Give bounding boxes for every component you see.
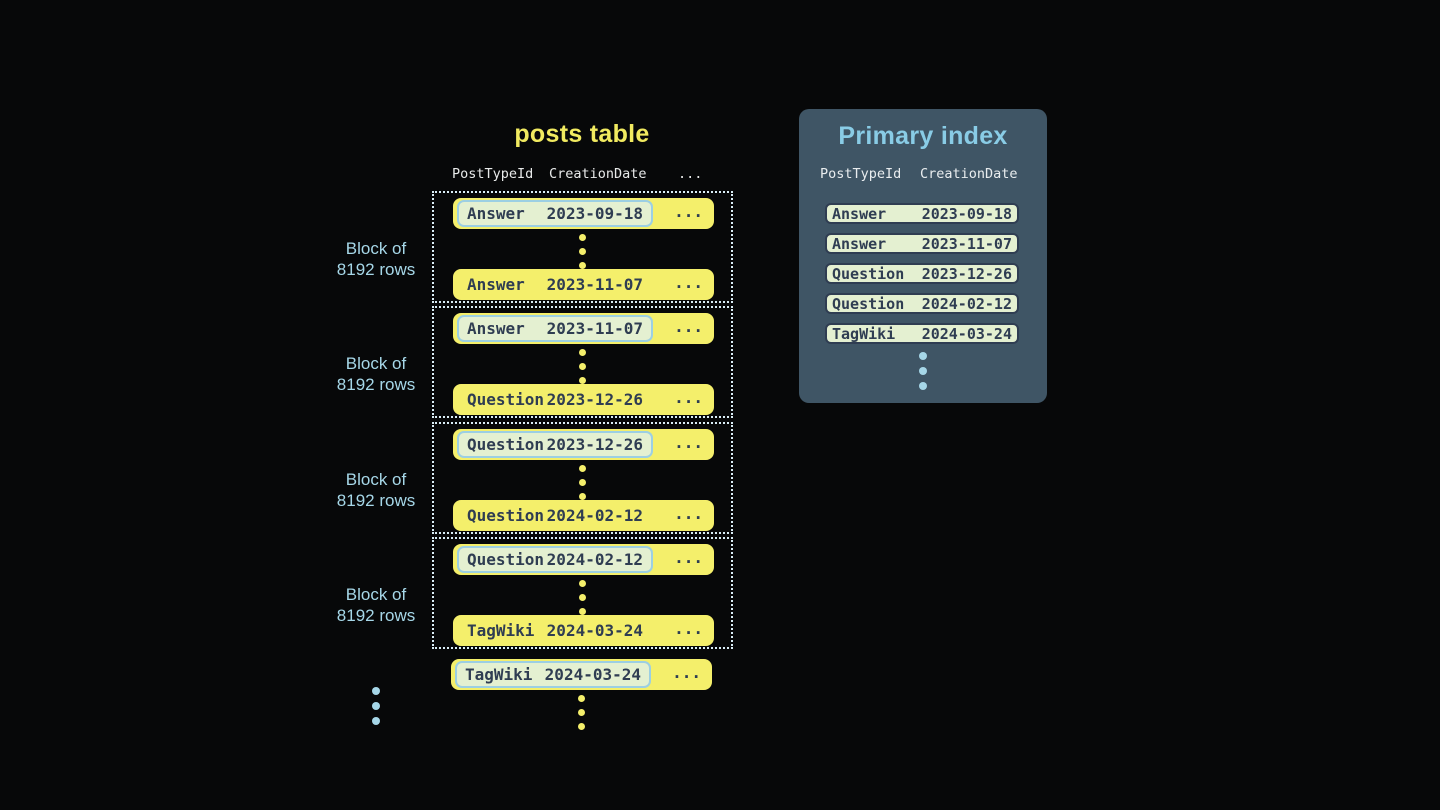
row-ellipsis: ... [674,548,703,567]
row-cells: TagWiki 2024-03-24 [457,617,653,644]
column-header-more: ... [678,166,703,182]
row-block: Question 2024-02-12 ... TagWiki 2024-03-… [432,537,733,649]
row-block: Question 2023-12-26 ... Question 2024-02… [432,422,733,534]
posts-table-title: posts table [514,120,650,148]
creation-date-cell: 2024-03-24 [546,621,643,640]
post-type-cell: Answer [832,204,887,223]
creation-date-cell: 2023-11-07 [546,319,643,338]
creation-date-cell: 2023-11-07 [921,234,1012,253]
column-header-creationdate: CreationDate [549,166,647,182]
post-type-cell: Answer [832,234,887,253]
table-row: Question 2023-12-26 ... [453,384,714,415]
index-row: Question 2024-02-12 [825,293,1019,314]
row-ellipsis: ... [674,619,703,638]
row-block: Answer 2023-09-18 ... Answer 2023-11-07 … [432,191,733,303]
table-row: TagWiki 2024-03-24 ... [451,659,712,690]
row-cells: Answer 2023-11-07 [457,271,653,298]
column-header-creationdate: CreationDate [920,166,1018,182]
creation-date-cell: 2024-02-12 [546,550,643,569]
creation-date-cell: 2023-12-26 [921,264,1012,283]
post-type-cell: Answer [467,275,525,294]
row-highlight: TagWiki 2024-03-24 [455,661,651,688]
table-row: Answer 2023-09-18 ... [453,198,714,229]
table-row: Question 2024-02-12 ... [453,500,714,531]
table-row: TagWiki 2024-03-24 ... [453,615,714,646]
primary-index-title: Primary index [838,122,1008,150]
block-label: Block of 8192 rows [336,470,416,510]
post-type-cell: Question [467,506,545,525]
primary-index-panel: Primary index PostTypeId CreationDate An… [799,109,1047,403]
post-type-cell: Answer [467,204,525,223]
index-row: TagWiki 2024-03-24 [825,323,1019,344]
post-type-cell: Question [467,435,545,454]
post-type-cell: TagWiki [467,621,535,640]
creation-date-cell: 2024-02-12 [921,294,1012,313]
column-header-posttypeid: PostTypeId [452,166,534,182]
table-row: Question 2024-02-12 ... [453,544,714,575]
creation-date-cell: 2023-09-18 [921,204,1012,223]
primary-index-column-headers: PostTypeId CreationDate [799,166,1047,186]
post-type-cell: Answer [467,319,525,338]
row-block: Answer 2023-11-07 ... Question 2023-12-2… [432,306,733,418]
ellipsis-dots [434,349,731,384]
index-row: Answer 2023-11-07 [825,233,1019,254]
post-type-cell: Question [467,550,545,569]
block-label: Block of 8192 rows [336,585,416,625]
post-type-cell: TagWiki [832,324,896,343]
creation-date-cell: 2023-11-07 [546,275,643,294]
row-ellipsis: ... [674,504,703,523]
row-ellipsis: ... [674,273,703,292]
index-row: Question 2023-12-26 [825,263,1019,284]
column-header-posttypeid: PostTypeId [820,166,902,182]
table-row: Answer 2023-11-07 ... [453,269,714,300]
post-type-cell: TagWiki [465,665,533,684]
creation-date-cell: 2024-02-12 [546,506,643,525]
ellipsis-dots [434,234,731,269]
more-blocks-ellipsis-dots [331,687,421,725]
row-cells: Question 2024-02-12 [457,502,653,529]
ellipsis-dots [434,465,731,500]
ellipsis-dots [451,695,712,730]
index-row: Answer 2023-09-18 [825,203,1019,224]
creation-date-cell: 2023-12-26 [546,435,643,454]
ellipsis-dots [434,580,731,615]
post-type-cell: Question [832,294,905,313]
row-highlight: Answer 2023-09-18 [457,200,653,227]
row-ellipsis: ... [674,388,703,407]
creation-date-cell: 2023-09-18 [546,204,643,223]
table-row: Question 2023-12-26 ... [453,429,714,460]
more-index-rows-ellipsis-dots [799,352,1047,390]
table-row: Answer 2023-11-07 ... [453,313,714,344]
creation-date-cell: 2024-03-24 [921,324,1012,343]
row-highlight: Answer 2023-11-07 [457,315,653,342]
row-ellipsis: ... [674,317,703,336]
creation-date-cell: 2023-12-26 [546,390,643,409]
row-ellipsis: ... [674,433,703,452]
row-highlight: Question 2023-12-26 [457,431,653,458]
row-ellipsis: ... [674,202,703,221]
row-highlight: Question 2024-02-12 [457,546,653,573]
post-type-cell: Question [832,264,905,283]
post-type-cell: Question [467,390,545,409]
creation-date-cell: 2024-03-24 [544,665,641,684]
posts-table-column-headers: PostTypeId CreationDate ... [432,166,732,186]
row-cells: Question 2023-12-26 [457,386,653,413]
block-label: Block of 8192 rows [336,239,416,279]
row-ellipsis: ... [672,663,701,682]
block-label: Block of 8192 rows [336,354,416,394]
